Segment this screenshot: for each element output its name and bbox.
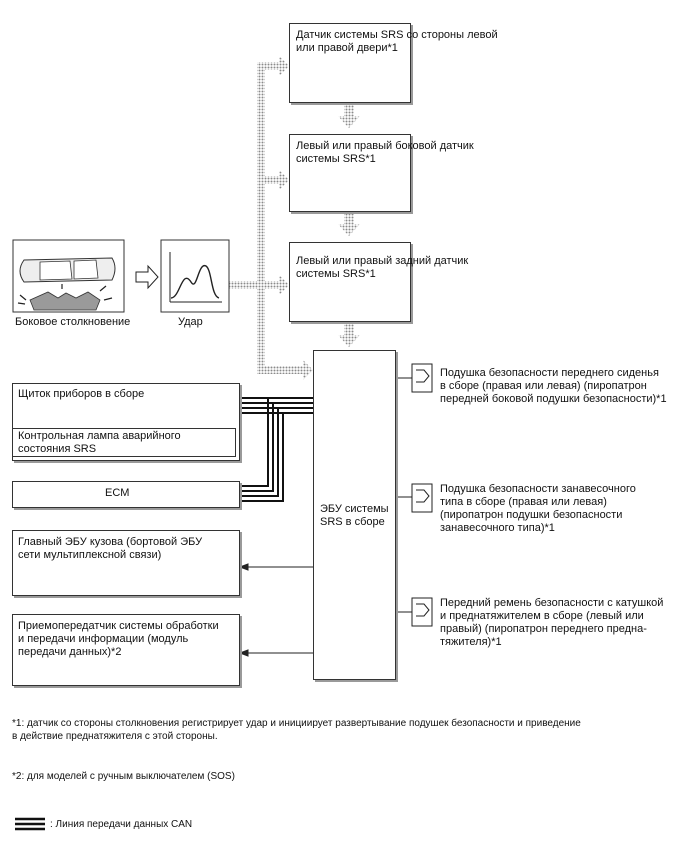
impact-graph-icon (160, 239, 230, 313)
srs-ecu-box (313, 350, 396, 680)
signal-path-dotted (229, 56, 360, 380)
can-bus-lines (240, 397, 313, 502)
ecu-output-arrows (238, 563, 313, 657)
collision-to-impact-arrow (135, 264, 159, 290)
warning-lamp-label: Контрольная лампа аварийного состояния S… (18, 430, 181, 455)
can-legend-label: : Линия передачи данных CAN (50, 819, 193, 830)
curtain-airbag-label: Подушка безопасности занавесочного типа … (440, 483, 636, 534)
door-sensor-label: Датчик системы SRS со стороны левой или … (296, 29, 498, 54)
door-sensor-box-frame (289, 23, 411, 103)
body-ecu-label: Главный ЭБУ кузова (бортовой ЭБУ сети му… (18, 536, 203, 561)
body-ecu-box (12, 530, 240, 596)
collision-label: Боковое столкновение (15, 316, 131, 328)
side-sensor-box (289, 134, 411, 212)
can-legend-icon (15, 817, 45, 831)
instrument-cluster-label: Щиток приборов в сборе (18, 388, 145, 400)
output-connectors (396, 363, 433, 627)
pretensioner-label: Передний ремень безопасности с катушкой … (440, 597, 664, 648)
warning-lamp-box (12, 428, 236, 457)
side-sensor-label: Левый или правый боковой датчик системы … (296, 140, 474, 165)
ecm-box (12, 481, 240, 508)
rear-sensor-box (289, 242, 411, 322)
srs-ecu-label: ЭБУ системы SRS в сборе (320, 503, 389, 528)
rear-sensor-label: Левый или правый задний датчик системы S… (296, 255, 469, 280)
car-collision-icon (12, 239, 125, 313)
dcm-label: Приемопередатчик системы обработки и пер… (18, 620, 219, 658)
front-seat-airbag-label: Подушка безопасности переднего сиденья в… (440, 367, 667, 405)
dcm-box (12, 614, 240, 686)
footnote-1: *1: датчик со стороны столкновения регис… (12, 718, 581, 742)
ecm-label: ECM (105, 487, 130, 499)
footnote-2: *2: для моделей с ручным выключателем (S… (12, 771, 235, 782)
impact-label: Удар (178, 316, 203, 328)
